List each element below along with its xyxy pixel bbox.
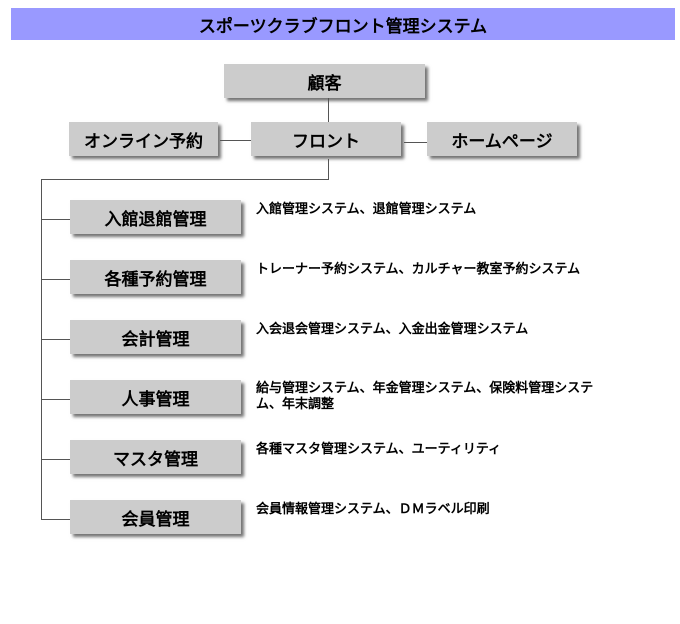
module-description: 入会退会管理システム、入金出金管理システム [256, 322, 529, 337]
module-label: 会計管理 [121, 329, 190, 350]
homepage-label: ホームページ [451, 131, 553, 152]
module-label: 会員管理 [121, 509, 190, 530]
module-branch-line [41, 459, 70, 460]
front-box: フロント [251, 122, 401, 156]
online-front-connector [220, 140, 251, 141]
front-down-connector [328, 159, 329, 179]
module-branch-line [41, 399, 70, 400]
customer-box: 顧客 [224, 64, 425, 98]
module-label: 各種予約管理 [104, 269, 207, 290]
module-description: 会員情報管理システム、ＤＭラベル印刷 [256, 502, 490, 517]
customer-label: 顧客 [307, 73, 342, 94]
module-branch-line [41, 339, 70, 340]
module-branch-line [41, 519, 70, 520]
module-label: マスタ管理 [113, 449, 198, 470]
front-label: フロント [292, 131, 360, 152]
module-box-reservations: 各種予約管理 [70, 260, 241, 294]
module-branch-line [41, 279, 70, 280]
module-description: 入館管理システム、退館管理システム [256, 202, 477, 217]
online-reservation-label: オンライン予約 [84, 131, 203, 152]
customer-front-connector [328, 98, 329, 122]
diagram-title: スポーツクラブフロント管理システム [198, 16, 488, 37]
module-description: トレーナー予約システム、カルチャー教室予約システム [256, 262, 581, 277]
module-box-accounting: 会計管理 [70, 320, 241, 354]
module-branch-line [41, 219, 70, 220]
module-box-entry-exit: 入館退館管理 [70, 200, 241, 234]
module-description: 給与管理システム、年金管理システム、保険料管理システム、年末調整 [256, 381, 594, 412]
module-label: 人事管理 [121, 389, 190, 410]
module-label: 入館退館管理 [104, 209, 207, 230]
online-reservation-box: オンライン予約 [69, 122, 218, 156]
module-trunk-line [41, 179, 42, 520]
module-box-members: 会員管理 [70, 500, 241, 534]
module-box-hr: 人事管理 [70, 380, 241, 414]
trunk-top-connector [41, 179, 329, 180]
module-description: 各種マスタ管理システム、ユーティリティ [256, 442, 502, 457]
diagram-title-bar: スポーツクラブフロント管理システム [11, 8, 675, 40]
module-box-master: マスタ管理 [70, 440, 241, 474]
homepage-box: ホームページ [427, 122, 577, 156]
front-homepage-connector [404, 142, 427, 143]
